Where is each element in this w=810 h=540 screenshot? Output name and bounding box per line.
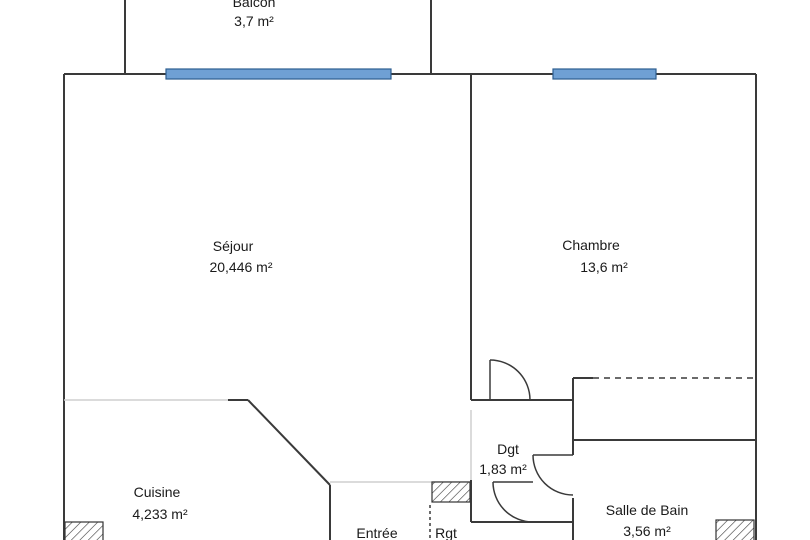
placard-walls — [573, 377, 756, 441]
dgt-walls — [470, 378, 574, 540]
sdb-duct — [715, 519, 755, 540]
entree-name: Entrée — [356, 525, 397, 540]
balcon-walls — [124, 0, 432, 74]
cuisine-area: 4,233 m² — [132, 506, 188, 522]
balcon-area: 3,7 m² — [234, 13, 274, 29]
sejour-name: Séjour — [213, 238, 254, 254]
chambre-area: 13,6 m² — [580, 259, 628, 275]
entree-duct — [431, 481, 471, 503]
sejour-window — [165, 68, 392, 80]
cuisine-boundary — [64, 399, 331, 540]
chambre-window — [552, 68, 657, 80]
sdb-name: Salle de Bain — [606, 502, 689, 518]
dgt-area: 1,83 m² — [479, 461, 527, 477]
chambre-name: Chambre — [562, 237, 620, 253]
rgt-name: Rgt — [435, 525, 457, 540]
dgt-name: Dgt — [497, 441, 519, 457]
sejour-area: 20,446 m² — [209, 259, 272, 275]
balcon-name: Balcon — [233, 0, 276, 10]
dgt-door — [492, 481, 534, 523]
cuisine-duct — [64, 521, 104, 540]
sdb-area: 3,56 m² — [623, 523, 671, 539]
cuisine-name: Cuisine — [134, 484, 181, 500]
chambre-door — [489, 359, 531, 401]
sdb-door — [532, 454, 574, 496]
